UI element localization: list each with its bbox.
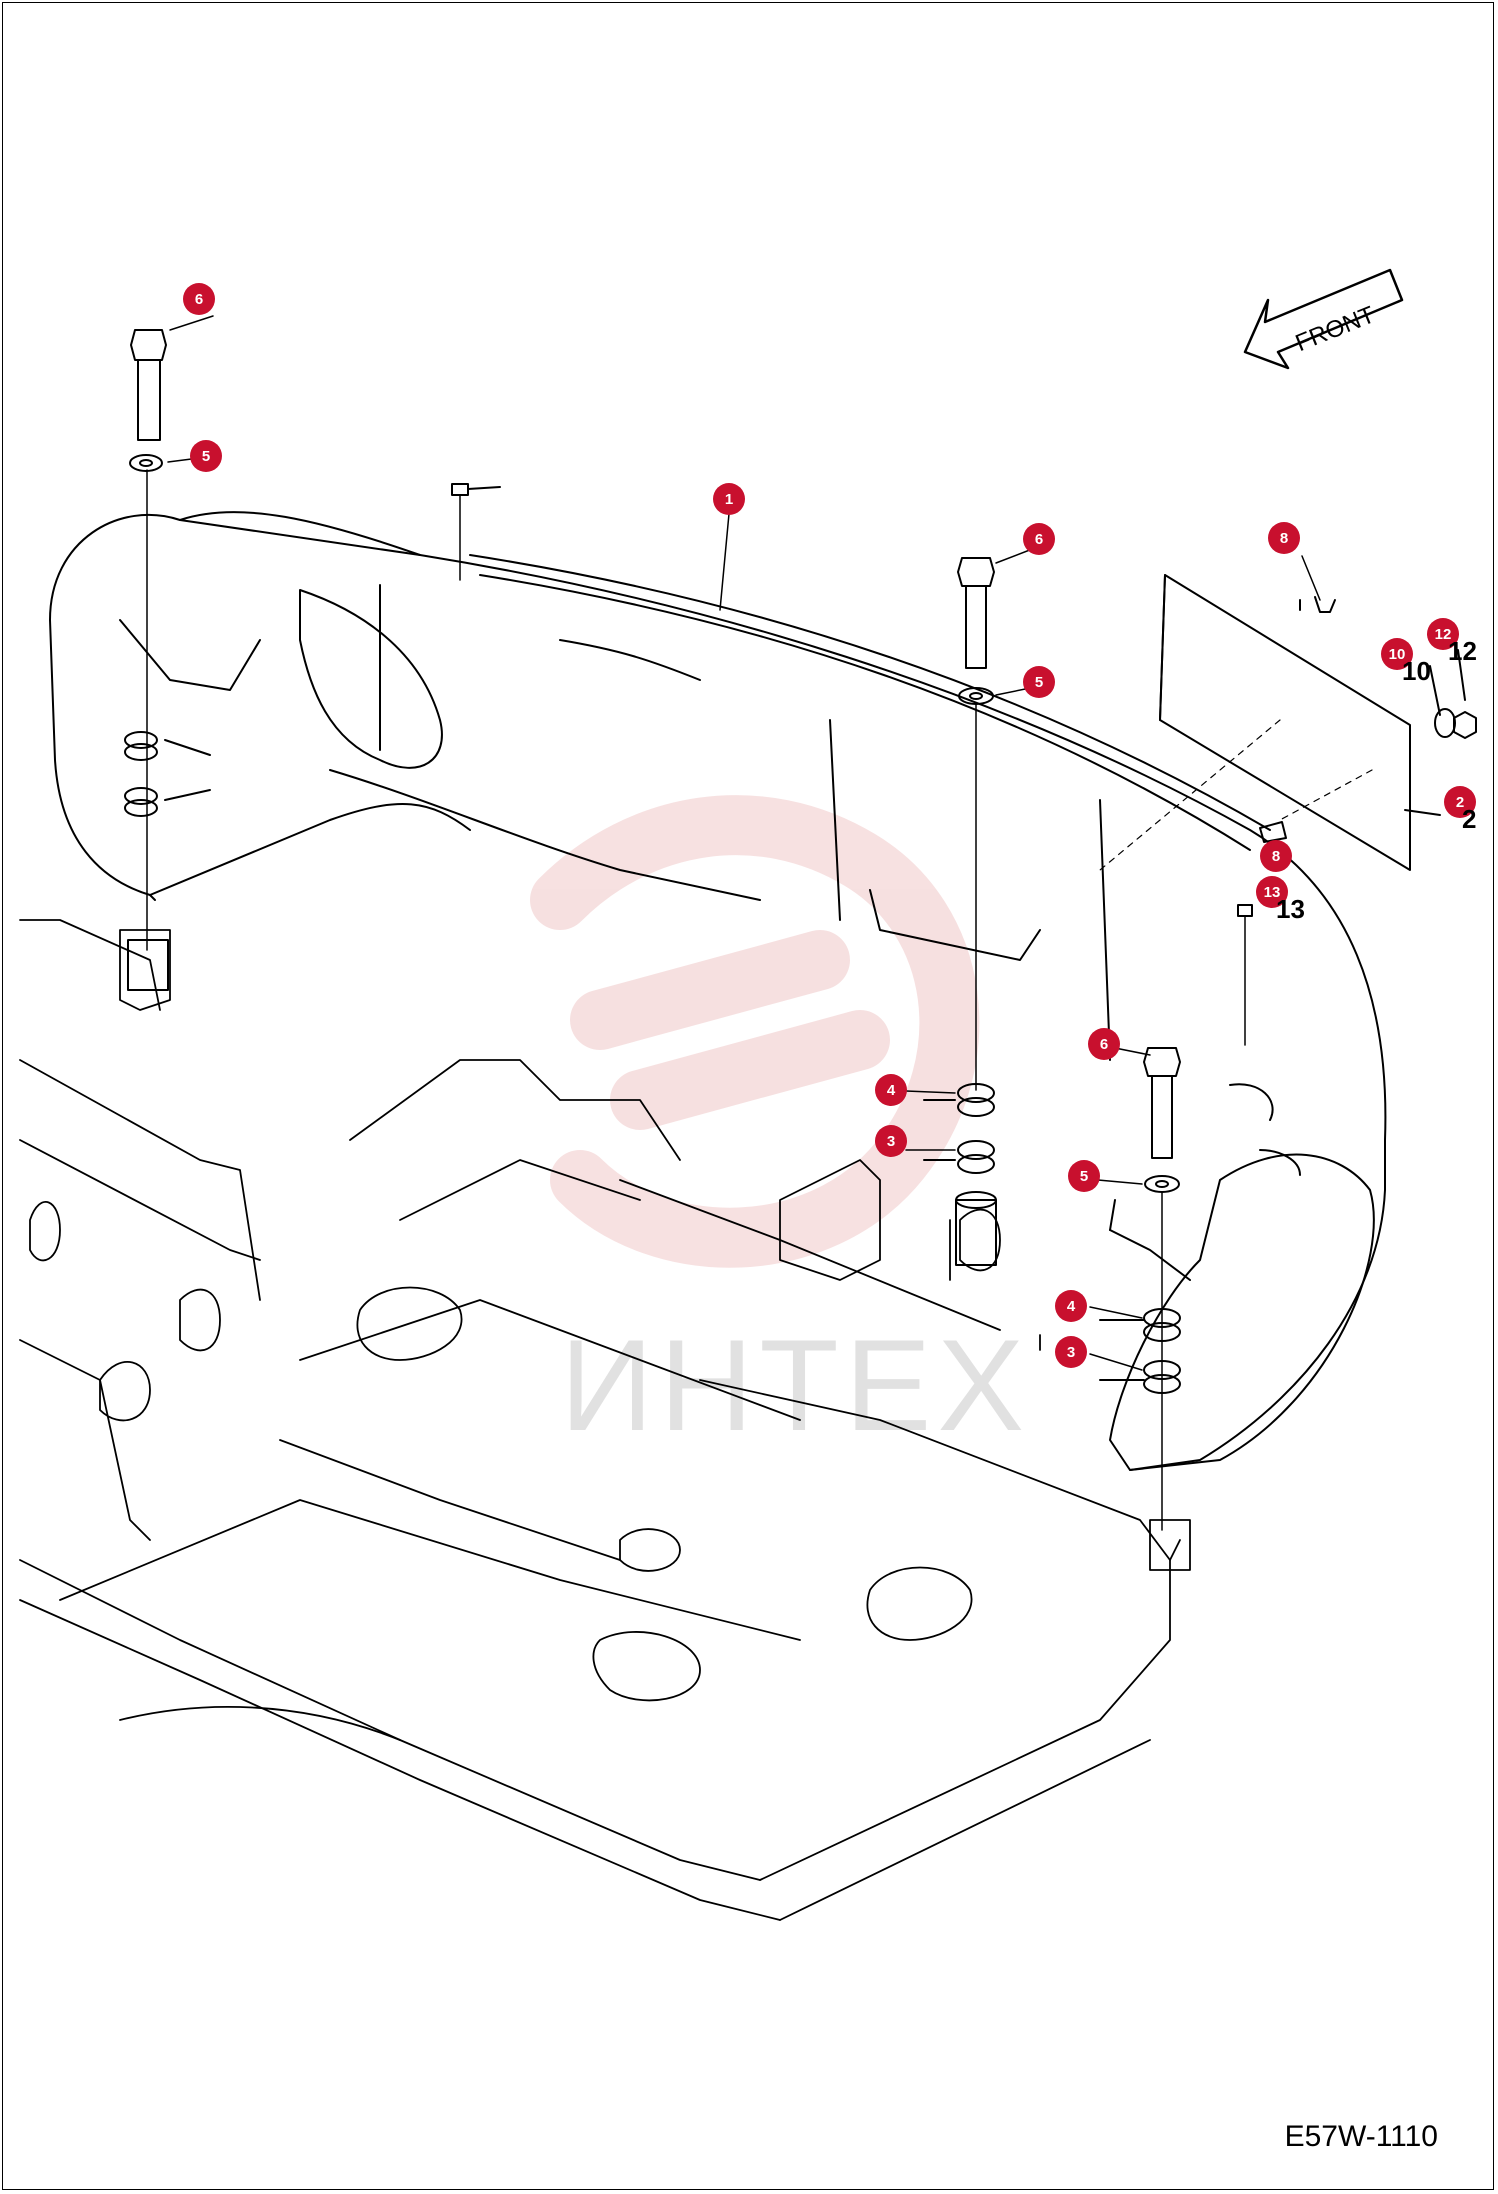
callout-3: 3 <box>1055 1336 1087 1368</box>
right-bolt-stack <box>1099 1047 1181 1531</box>
callout-5: 5 <box>1023 666 1055 698</box>
callout-2: 2 <box>1444 786 1476 818</box>
callout-5: 5 <box>190 440 222 472</box>
callout-10: 10 <box>1381 638 1413 670</box>
callout-3: 3 <box>875 1125 907 1157</box>
left-bolt-stack <box>124 329 211 991</box>
front-label: FRONT <box>1292 301 1379 357</box>
bolt-13 <box>1237 904 1253 1046</box>
callout-13: 13 <box>1256 876 1288 908</box>
chassis-frame <box>19 919 1191 1921</box>
part-number-2: 2 <box>1462 804 1477 834</box>
small-bolt-top <box>451 483 501 581</box>
cover-plate <box>1099 574 1477 871</box>
drawing-code: E57W-1110 <box>1284 2120 1438 2153</box>
part-number-10: 10 <box>1402 656 1431 686</box>
watermark-logo <box>530 795 980 1268</box>
callout-6: 6 <box>1088 1028 1120 1060</box>
callout-6: 6 <box>1023 523 1055 555</box>
part-number-13: 13 <box>1276 894 1305 924</box>
callout-4: 4 <box>1055 1290 1087 1322</box>
part-number-12: 12 <box>1448 636 1477 666</box>
middle-bolt-stack <box>923 557 997 1266</box>
callout-8: 8 <box>1268 522 1300 554</box>
callout-12: 12 <box>1427 618 1459 650</box>
callout-1: 1 <box>713 483 745 515</box>
callout-8: 8 <box>1260 840 1292 872</box>
counterweight <box>49 511 1387 1471</box>
watermark-text: ИНТЕХ <box>560 1312 1031 1458</box>
callout-6: 6 <box>183 283 215 315</box>
front-arrow-icon: FRONT <box>1243 268 1404 370</box>
callout-5: 5 <box>1068 1160 1100 1192</box>
callout-4: 4 <box>875 1074 907 1106</box>
